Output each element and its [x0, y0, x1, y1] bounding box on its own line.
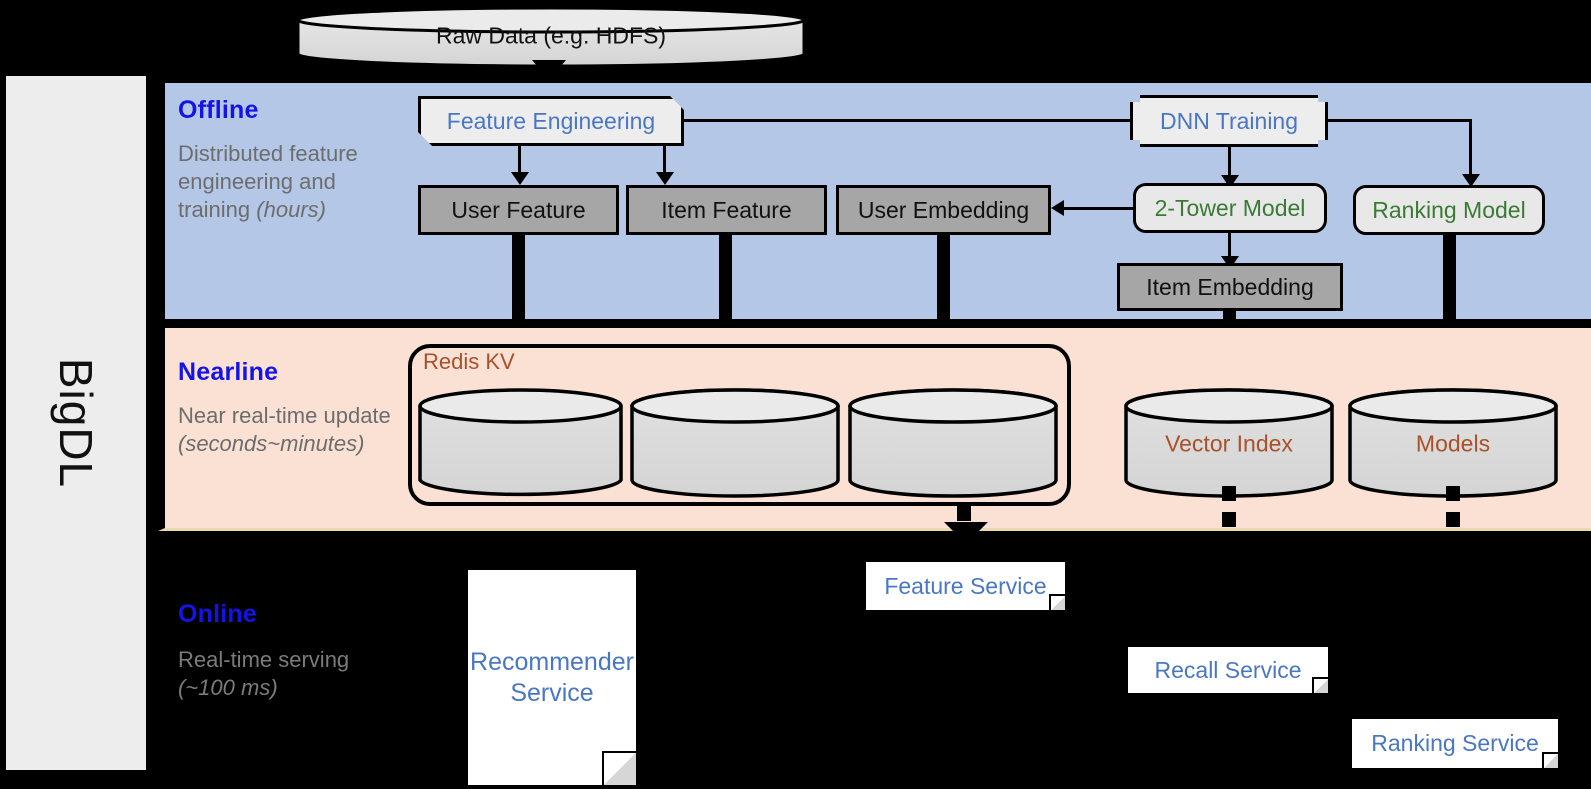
redis-store-cylinder-user-embedding[interactable] — [848, 388, 1058, 498]
ranking-model-node[interactable]: Ranking Model — [1353, 185, 1545, 235]
connector-fe-userfeature-arrowhead — [511, 172, 529, 185]
offline-band-title: Offline — [178, 96, 259, 124]
ranking-service-node[interactable]: Ranking Service — [1352, 719, 1558, 768]
connector-twotower-userembedding-arrowhead — [1051, 200, 1064, 216]
feature-engineering-node[interactable]: Feature Engineering — [418, 96, 684, 146]
dash-vectorindex-recall-1 — [1222, 486, 1236, 501]
bigdl-framework-rail: BigDL — [6, 76, 146, 770]
dash-vectorindex-recall-2 — [1222, 512, 1236, 527]
recommender-service-node[interactable]: Recommender Service — [468, 570, 636, 785]
two-tower-model-label: 2-Tower Model — [1154, 194, 1306, 221]
ranking-service-label: Ranking Service — [1371, 730, 1539, 757]
bigdl-label: BigDL — [50, 357, 102, 489]
online-desc-emphasis: (~100 ms) — [178, 675, 278, 701]
dnn-training-node[interactable]: DNN Training — [1130, 95, 1328, 147]
item-feature-node[interactable]: Item Feature — [626, 185, 827, 235]
page-fold-icon — [1312, 677, 1328, 693]
models-cylinder[interactable]: Models — [1348, 388, 1558, 498]
recall-service-node[interactable]: Recall Service — [1128, 647, 1328, 693]
offline-band-description: Distributed feature engineering and trai… — [178, 140, 393, 224]
connector-dnn-twotower-line — [1228, 147, 1231, 179]
feature-engineering-label: Feature Engineering — [446, 107, 656, 134]
page-fold-icon — [602, 751, 636, 785]
connector-twotower-userembedding-line — [1063, 207, 1133, 210]
online-band-title: Online — [178, 600, 257, 628]
redis-kv-label: Redis KV — [423, 349, 515, 374]
item-embedding-label: Item Embedding — [1146, 273, 1314, 300]
feature-service-node[interactable]: Feature Service — [866, 562, 1065, 610]
ranking-model-label: Ranking Model — [1372, 196, 1526, 223]
dash-models-ranking-2 — [1446, 512, 1460, 527]
connector-fe-userfeature-line — [518, 146, 521, 174]
raw-data-cylinder: Raw Data (e.g. HDFS) — [296, 6, 806, 68]
dash-models-ranking-1 — [1446, 486, 1460, 501]
connector-dnn-ranking-arrowhead — [1462, 174, 1480, 187]
connector-dnn-ranking-v — [1469, 119, 1472, 179]
user-embedding-label: User Embedding — [857, 196, 1030, 223]
redis-store-cylinder-item-feature[interactable] — [630, 388, 840, 498]
nearline-band-title: Nearline — [178, 358, 279, 386]
connector-fe-dnn-line — [684, 119, 1139, 122]
user-feature-node[interactable]: User Feature — [418, 185, 619, 235]
page-fold-icon — [1542, 752, 1558, 768]
user-feature-label: User Feature — [451, 196, 586, 223]
page-fold-icon — [1049, 594, 1065, 610]
offline-desc-text: Distributed feature engineering and trai… — [178, 141, 358, 223]
nearline-desc-emphasis: (seconds~minutes) — [178, 431, 365, 457]
redis-kv-container[interactable] — [408, 344, 1071, 506]
dash-redis-featureservice-1 — [957, 506, 971, 521]
connector-fe-itemfeature-line — [663, 146, 666, 174]
item-embedding-node[interactable]: Item Embedding — [1117, 263, 1343, 311]
feature-service-label: Feature Service — [884, 572, 1047, 599]
redis-store-cylinder-user-feature[interactable] — [418, 388, 623, 498]
connector-rawdata-fe-arrowhead — [532, 60, 566, 80]
nearline-band-description: Near real-time update (seconds~minutes) — [178, 402, 403, 458]
recall-service-label: Recall Service — [1154, 656, 1302, 683]
recommender-service-label: Recommender Service — [470, 648, 634, 707]
connector-fe-itemfeature-arrowhead — [656, 172, 674, 185]
item-feature-label: Item Feature — [661, 196, 792, 223]
vector-index-cylinder[interactable]: Vector Index — [1124, 388, 1334, 498]
online-band-description: Real-time serving (~100 ms) — [178, 646, 393, 702]
nearline-desc-text: Near real-time update — [178, 403, 391, 428]
user-embedding-node[interactable]: User Embedding — [836, 185, 1051, 235]
connector-twotower-itememb-line — [1228, 233, 1231, 261]
connector-dnn-ranking-h — [1328, 119, 1472, 122]
offline-desc-emphasis: (hours) — [256, 197, 326, 223]
dnn-training-label: DNN Training — [1159, 107, 1299, 134]
two-tower-model-node[interactable]: 2-Tower Model — [1133, 183, 1327, 233]
online-desc-text: Real-time serving — [178, 647, 350, 672]
